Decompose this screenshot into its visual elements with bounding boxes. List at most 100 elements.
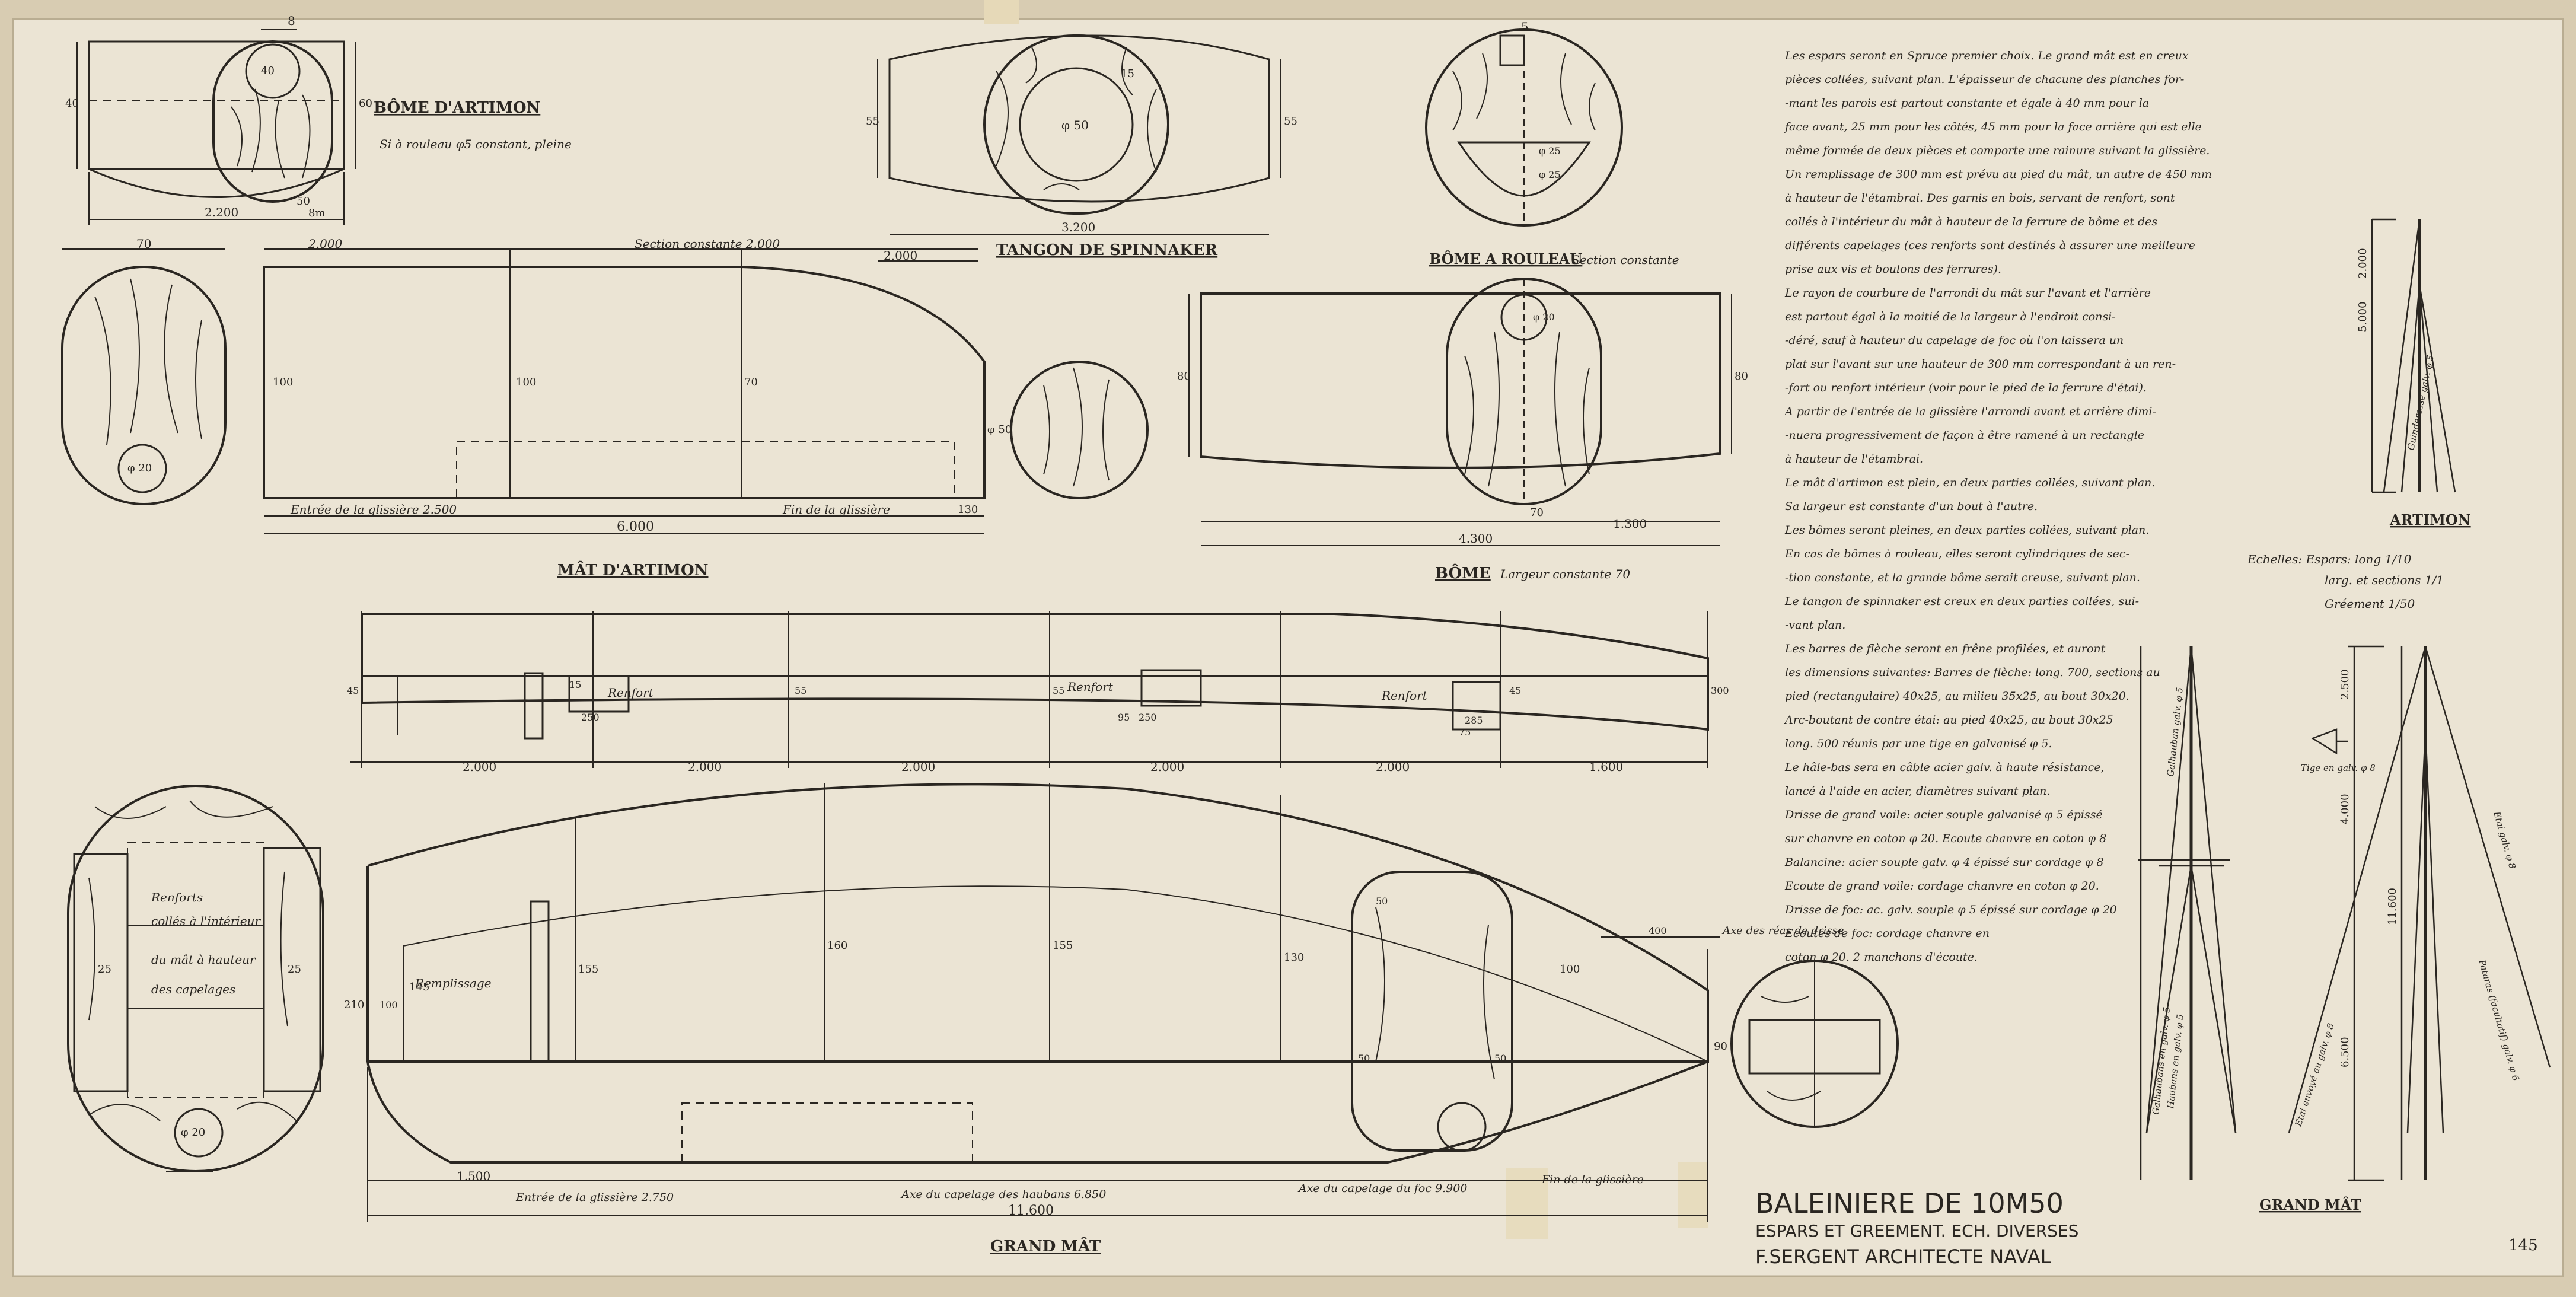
- architect: F.SERGENT ARCHITECTE NAVAL: [1755, 1245, 2051, 1268]
- gm-height-2: 160: [827, 939, 847, 952]
- spec-line: coton φ 20. 2 manchons d'écoute.: [1785, 951, 1978, 964]
- spec-line: pièces collées, suivant plan. L'épaisseu…: [1785, 73, 2184, 86]
- gm-top-dim-2: 2.000: [901, 760, 935, 774]
- gm-top-dim-5: 1.600: [1589, 760, 1623, 774]
- section-note-1: collés à l'intérieur: [151, 914, 261, 928]
- gm-small-8: 285: [1465, 715, 1483, 726]
- paper: [12, 18, 2564, 1277]
- sheet-number: 145: [2508, 1237, 2538, 1254]
- mat-artimon-dim-4: 100: [516, 376, 536, 388]
- grand-mat-elevation: [366, 783, 1899, 1222]
- grand-mat-label: GRAND MÂT: [990, 1237, 1101, 1255]
- mat-artimon-dim-2: 2.000: [884, 248, 917, 263]
- spec-line: Drisse de grand voile: acier souple galv…: [1784, 808, 2103, 821]
- spec-line: En cas de bômes à rouleau, elles seront …: [1784, 547, 2129, 560]
- gm-small-1: 15: [569, 679, 581, 690]
- spec-line: même formée de deux pièces et comporte u…: [1785, 144, 2210, 157]
- gm-rig-dim-2: 6.500: [2339, 1037, 2351, 1067]
- mat-artimon-dim-3: 100: [273, 376, 293, 388]
- bome-dim-1: 80: [1177, 370, 1191, 383]
- gm-glissiere-end: Fin de la glissière: [1541, 1173, 1644, 1186]
- gm-section-dim: 100: [380, 999, 398, 1011]
- bome-rouleau-dim-1: φ 25: [1539, 145, 1561, 157]
- spec-line: sur chanvre en coton φ 20. Ecoute chanvr…: [1785, 832, 2106, 845]
- tangon-label: TANGON DE SPINNAKER: [996, 241, 1218, 259]
- gm-top-dim-1: 2.000: [688, 760, 722, 774]
- remplissage-label: Remplissage: [415, 976, 492, 990]
- spec-line: Drisse de foc: ac. galv. souple φ 5 épis…: [1784, 903, 2117, 916]
- bome-note: Largeur constante 70: [1500, 567, 1630, 581]
- mat-artimon-view: [61, 248, 1149, 534]
- spec-line: les dimensions suivantes: Barres de flèc…: [1785, 666, 2160, 679]
- gm-height-4: 130: [1284, 951, 1304, 964]
- gm-height-10: 50: [1376, 896, 1388, 907]
- mat-artimon-dim-1: 2.000: [308, 237, 343, 251]
- mat-artimon-dim-9: 130: [958, 503, 978, 516]
- mat-artimon-dim-7: φ 20: [127, 462, 152, 474]
- mat-artimon-glissiere-end: Fin de la glissière: [782, 502, 890, 517]
- gm-small-3: 95: [1118, 712, 1130, 723]
- spec-line: plat sur l'avant sur une hauteur de 300 …: [1785, 358, 2176, 371]
- section-note-3: des capelages: [151, 982, 235, 996]
- spec-block: Les espars seront en Spruce premier choi…: [1784, 49, 2212, 964]
- spec-line: -mant les parois est partout constante e…: [1785, 97, 2149, 110]
- gm-rig-dim-1: 4.000: [2339, 794, 2351, 824]
- spec-line: Le rayon de courbure de l'arrondi du mât…: [1784, 286, 2151, 299]
- spec-line: Balancine: acier souple galv. φ 4 épissé…: [1784, 856, 2103, 869]
- bome-rouleau-dim-2: φ 25: [1539, 169, 1561, 180]
- gm-small-7: 75: [1459, 726, 1471, 738]
- spec-line: A partir de l'entrée de la glissière l'a…: [1784, 405, 2156, 418]
- spec-line: Les bômes seront pleines, en deux partie…: [1784, 524, 2149, 537]
- gm-small-6: 55: [1053, 685, 1064, 696]
- bome-artimon-dim-3: 50: [297, 195, 310, 208]
- bome-artimon-dim-5: 8m: [308, 207, 326, 219]
- bome-dim-5: 1.300: [1613, 517, 1647, 531]
- gm-capelage-foc: Axe du capelage du foc 9.900: [1297, 1182, 1467, 1195]
- tape-top: [984, 0, 1019, 24]
- tape-bottom-2: [1678, 1162, 1708, 1228]
- grand-mat-section: [67, 785, 324, 1172]
- spec-line: prise aux vis et boulons des ferrures).: [1785, 263, 2001, 276]
- scale-line-0: Echelles: Espars: long 1/10: [2247, 552, 2412, 566]
- mat-artimon-dim-8: 6.000: [617, 520, 654, 534]
- gm-bottom-dim-0: 1.500: [457, 1169, 490, 1183]
- gm-small-9: 45: [1509, 685, 1521, 696]
- tangon-dim-0: φ 50: [1061, 118, 1089, 132]
- spec-line: Un remplissage de 300 mm est prévu au pi…: [1785, 168, 2212, 181]
- gm-top-dim-0: 2.000: [463, 760, 496, 774]
- artimon-dim-1: 2.000: [2357, 248, 2369, 279]
- gm-rig-dim-3: 11.600: [2386, 888, 2399, 925]
- spec-line: à hauteur de l'étambrai.: [1785, 452, 1923, 466]
- gm-small-5: 55: [795, 685, 806, 696]
- section-note-2: du mât à hauteur: [151, 952, 256, 967]
- bome-artimon-dim-4: 2.200: [205, 205, 238, 219]
- bome-dim-3: 70: [1530, 506, 1544, 519]
- gm-small-0: 250: [581, 712, 600, 723]
- tangon-dim-3: 55: [1284, 115, 1297, 128]
- bome-artimon-dim-6: 40: [261, 65, 275, 77]
- renfort-3: Renfort: [1381, 689, 1428, 703]
- scale-line-1: larg. et sections 1/1: [2325, 573, 2444, 587]
- bome-rouleau-label: BÔME A ROULEAU: [1429, 250, 1582, 267]
- spec-line: -déré, sauf à hauteur du capelage de foc…: [1785, 334, 2124, 347]
- gm-small-2: 250: [1139, 712, 1157, 723]
- gm-small-10: 300: [1711, 685, 1729, 696]
- bome-artimon-view: [76, 29, 356, 225]
- spec-line: collés à l'intérieur du mât à hauteur de…: [1785, 215, 2157, 228]
- bome-rouleau-note: Section constante: [1571, 253, 1679, 267]
- gm-capelage-haubans: Axe du capelage des haubans 6.850: [900, 1188, 1106, 1201]
- artimon-dim-0: 5.000: [2357, 301, 2369, 332]
- spec-line: -fort ou renfort intérieur (voir pour le…: [1785, 381, 2147, 394]
- artimon-rig: [2371, 218, 2456, 493]
- spec-line: Ecoute de grand voile: cordage chanvre e…: [1784, 879, 2099, 893]
- renfort-2: Renfort: [1067, 680, 1114, 694]
- spec-line: Le tangon de spinnaker est creux en deux…: [1784, 595, 2139, 608]
- bome-view: [1188, 278, 1732, 546]
- mat-artimon-glissiere-start: Entrée de la glissière 2.500: [290, 502, 457, 517]
- grand-mat-top-view: [350, 611, 1709, 768]
- bome-rouleau-view: [1425, 28, 1623, 227]
- gm-height-6: 400: [1649, 925, 1667, 936]
- scale-line-2: Gréement 1/50: [2325, 597, 2415, 611]
- gm-bottom-dim-1: 11.600: [1008, 1203, 1054, 1218]
- gm-small-4: 45: [347, 685, 359, 696]
